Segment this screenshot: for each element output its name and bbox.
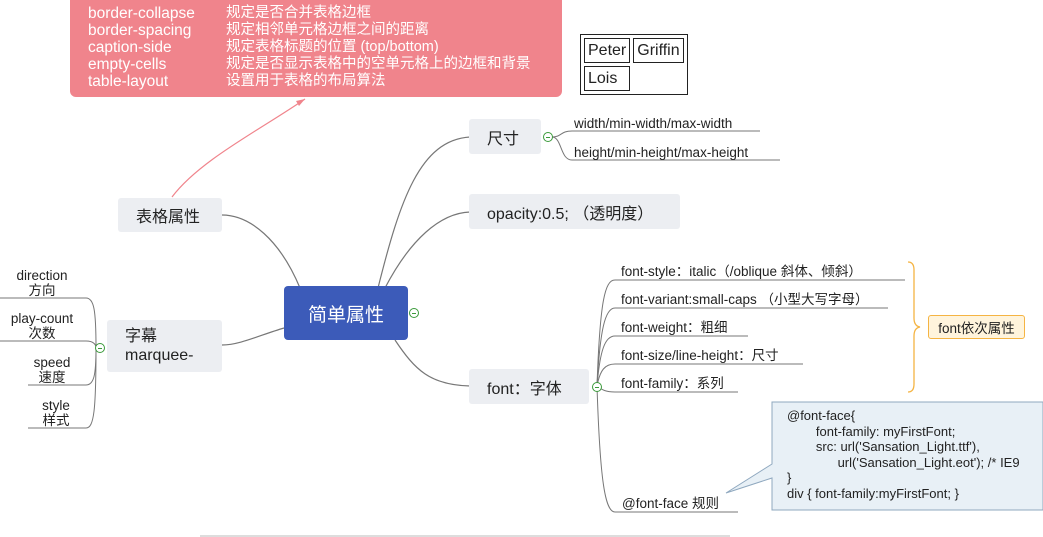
- collapse-toggle-icon[interactable]: [95, 343, 105, 353]
- link-marquee-style: [28, 347, 97, 429]
- arrow-head: [296, 99, 305, 106]
- leaf-height[interactable]: height/min-height/max-height: [574, 145, 749, 160]
- topic-marquee-label: 字幕: [125, 328, 158, 345]
- link-center-opacity: [384, 211, 471, 289]
- link-center-font: [394, 339, 471, 387]
- table-cell: Lois: [584, 66, 631, 91]
- link-center-marquee: [221, 327, 285, 346]
- link-size-height: [551, 136, 780, 161]
- leaf-font-size[interactable]: font-size/line-height：尺寸: [621, 348, 779, 363]
- topic-font-label: font：字体: [487, 380, 562, 398]
- link-font-style: [596, 279, 905, 387]
- summary-brace: [907, 261, 921, 393]
- table-row: Lois: [584, 66, 684, 91]
- collapse-toggle-icon[interactable]: [543, 132, 553, 142]
- central-topic[interactable]: 简单属性: [284, 286, 408, 340]
- topic-size-label: 尺寸: [487, 130, 520, 148]
- link-marquee-playcount: [0, 340, 97, 349]
- leaf-width[interactable]: width/min-width/max-width: [574, 116, 733, 131]
- collapse-toggle-icon[interactable]: [592, 382, 602, 392]
- table-cell: Griffin: [633, 38, 684, 63]
- topic-font[interactable]: font：字体: [469, 369, 589, 404]
- leaf-font-family[interactable]: font-family：系列: [621, 376, 724, 391]
- link-marquee-direction: [0, 297, 97, 349]
- link-font-face: [596, 385, 738, 513]
- central-topic-label: 简单属性: [307, 304, 384, 326]
- table-properties-note: border-collapse 规定是否合并表格边框 border-spacin…: [70, 0, 562, 97]
- leaf-marquee-direction[interactable]: direction 方向: [16, 268, 68, 298]
- leaf-marquee-style[interactable]: style 样式: [42, 398, 70, 428]
- table-row: Peter Griffin: [584, 38, 684, 63]
- leaf-font-face[interactable]: @font-face 规则: [622, 496, 719, 511]
- link-table-note-arrow: [171, 98, 306, 198]
- table-cell: Peter: [584, 38, 631, 63]
- link-font-weight: [596, 335, 748, 387]
- leaf-marquee-speed[interactable]: speed 速度: [33, 355, 71, 385]
- font-face-code-callout: @font-face{ font-family: myFirstFont; sr…: [787, 408, 1020, 501]
- font-summary-label[interactable]: font依次属性: [928, 315, 1025, 339]
- topic-table-label: 表格属性: [136, 209, 201, 226]
- link-center-size: [377, 136, 471, 289]
- leaf-font-variant[interactable]: font-variant:small-caps （小型大写字母）: [621, 292, 869, 307]
- link-font-variant: [596, 307, 888, 387]
- link-center-table: [221, 214, 301, 289]
- link-size-width: [551, 130, 760, 138]
- leaf-marquee-playcount[interactable]: play-count 次数: [10, 311, 74, 341]
- leaf-font-style[interactable]: font-style：italic（/oblique 斜体、倾斜）: [621, 264, 862, 279]
- leaf-font-weight[interactable]: font-weight：粗细: [621, 320, 728, 335]
- topic-opacity-label: opacity:0.5; （透明度）: [487, 205, 654, 223]
- collapse-toggle-icon[interactable]: [409, 308, 419, 318]
- topic-opacity[interactable]: opacity:0.5; （透明度）: [469, 194, 680, 229]
- topic-table[interactable]: 表格属性: [118, 198, 222, 232]
- demo-table: Peter Griffin Lois: [580, 34, 688, 95]
- topic-size[interactable]: 尺寸: [469, 119, 541, 154]
- topic-marquee-label: marquee-: [125, 347, 194, 364]
- link-font-size: [596, 363, 803, 387]
- fontface-callout-bubble: [725, 401, 1043, 511]
- topic-marquee[interactable]: 字幕 marquee-: [107, 320, 222, 372]
